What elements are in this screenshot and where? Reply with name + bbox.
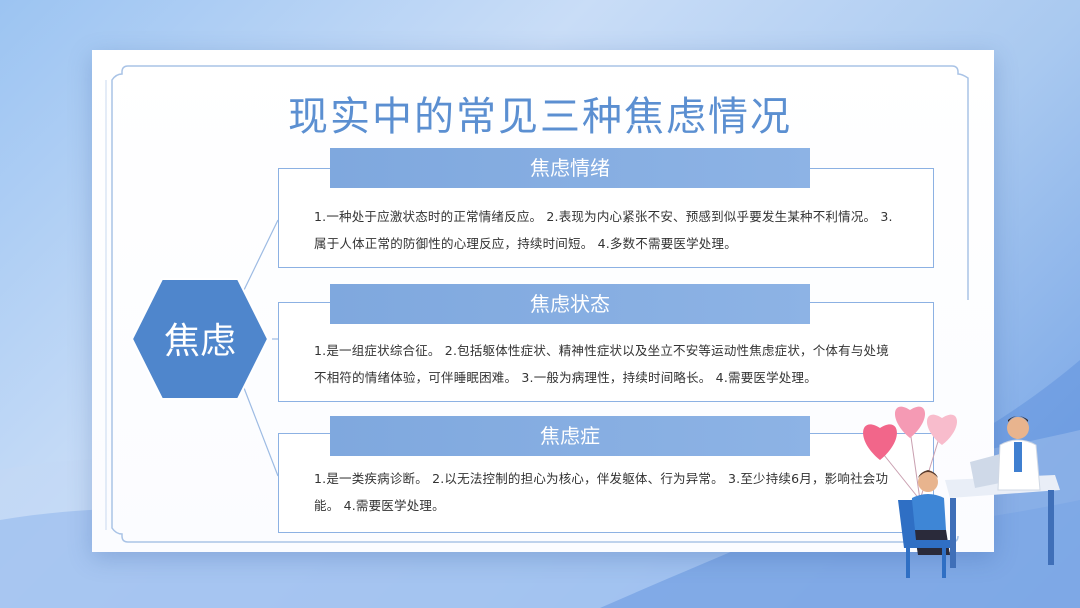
center-hexagon xyxy=(130,278,270,400)
section-heading-state: 焦虑状态 xyxy=(330,284,810,324)
section-body-state: 1.是一组症状综合征。 2.包括躯体性症状、精神性症状以及坐立不安等运动性焦虑症… xyxy=(314,343,889,385)
doctor-consultation-illustration xyxy=(863,406,1060,578)
section-heading-emotion: 焦虑情绪 xyxy=(330,148,810,188)
section-body-disorder: 1.是一类疾病诊断。 2.以无法控制的担心为核心，伴发躯体、行为异常。 3.至少… xyxy=(314,471,889,513)
section-body-emotion: 1.一种处于应激状态时的正常情绪反应。 2.表现为内心紧张不安、预感到似乎要发生… xyxy=(314,209,893,251)
section-heading-disorder: 焦虑症 xyxy=(330,416,810,456)
page-title: 现实中的常见三种焦虑情况 xyxy=(288,94,792,140)
heart-balloons-icon xyxy=(863,406,958,501)
center-label: 焦虑 xyxy=(163,321,236,362)
